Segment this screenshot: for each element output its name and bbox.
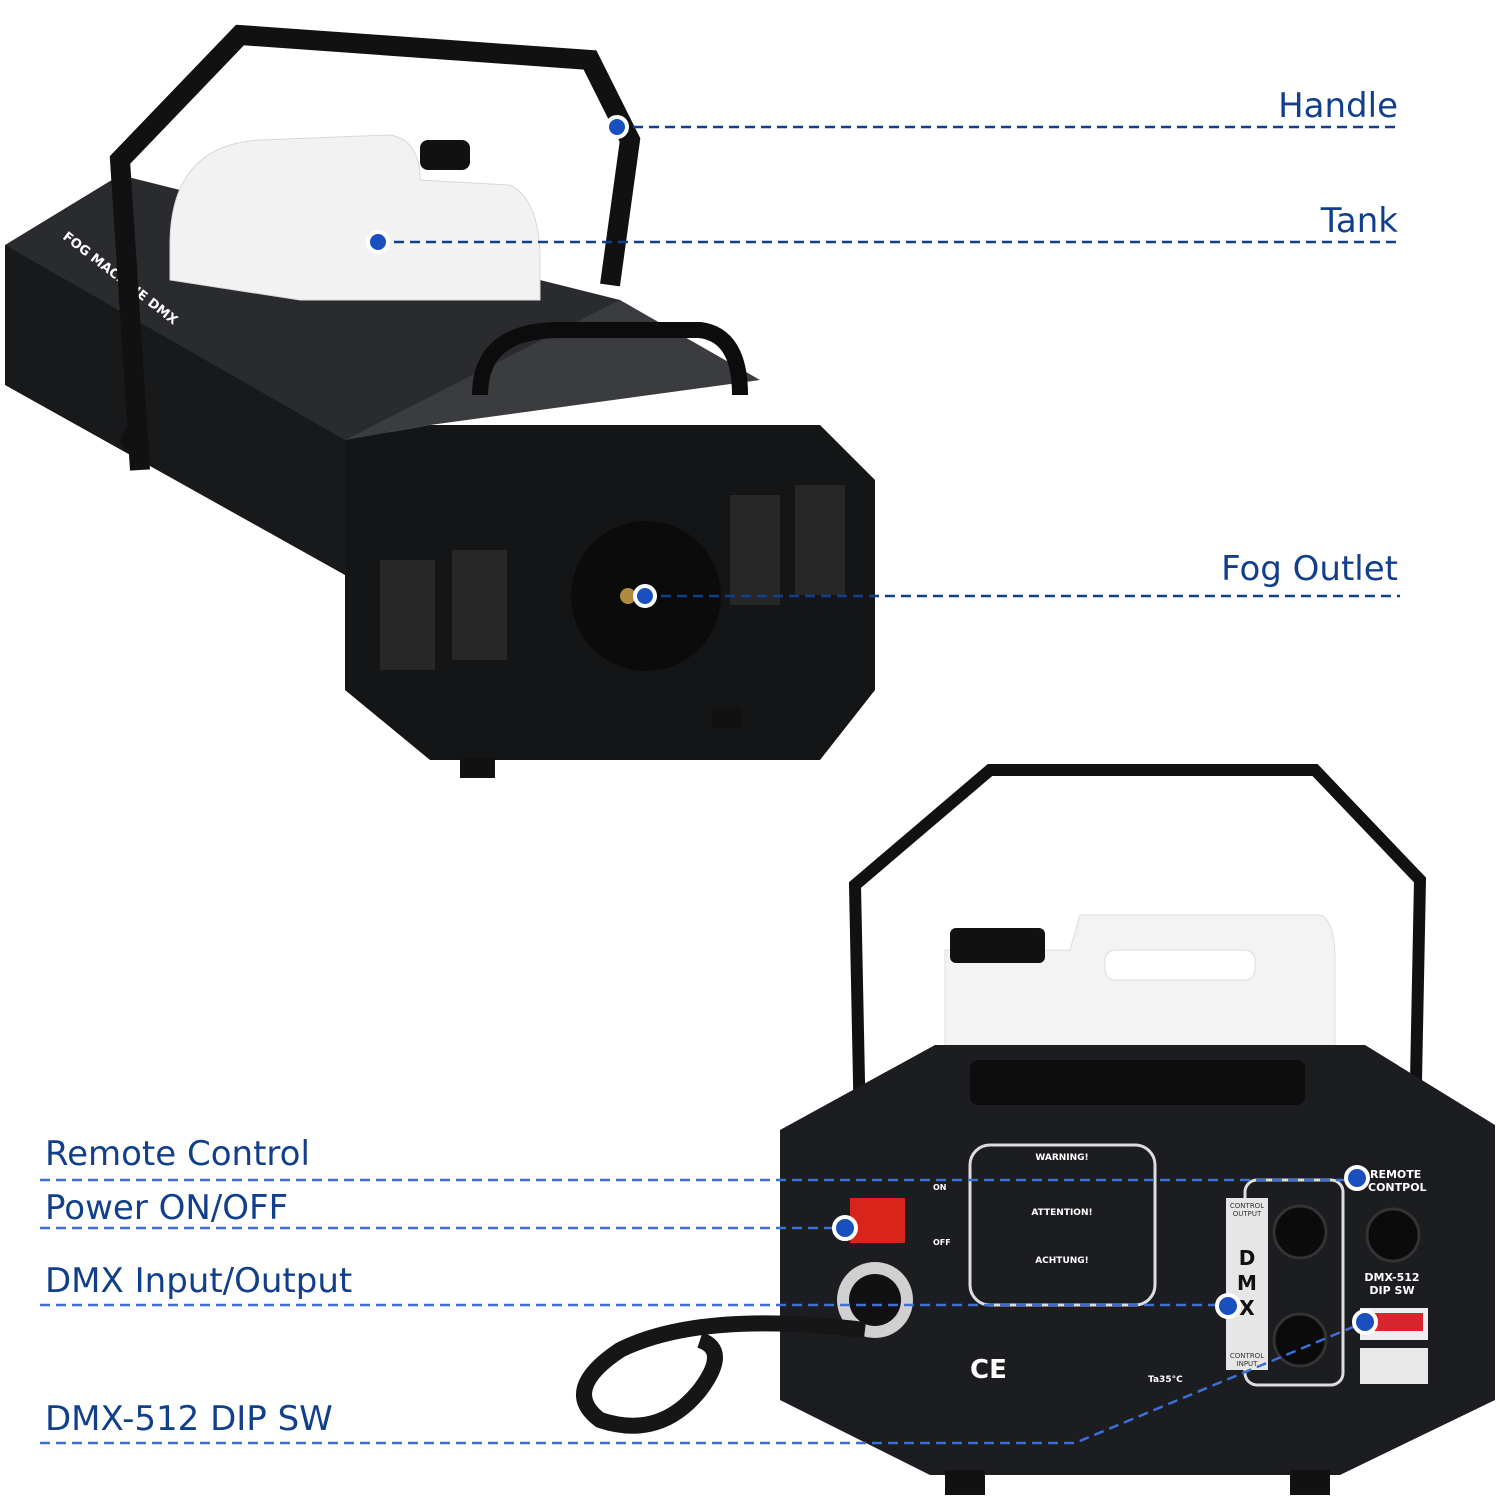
- dip-sw-label: DMX-512 DIP SW: [45, 1399, 333, 1439]
- remote-port-text-2: CONTPOL: [1368, 1181, 1427, 1194]
- dip-label-text-2: DIP SW: [1369, 1284, 1414, 1297]
- rear-panel: [780, 1045, 1495, 1475]
- rear-bracket: [848, 764, 1427, 1131]
- power-cord: [576, 1315, 866, 1434]
- ce-mark: CE: [970, 1355, 1007, 1385]
- dmx-label-plate: [1226, 1198, 1268, 1370]
- handle-dot: [605, 115, 629, 139]
- dmx-letter-d: D: [1239, 1246, 1256, 1270]
- remote-control-dot: [1344, 1165, 1370, 1191]
- callout-dots: [366, 115, 1378, 1335]
- fog-machine-rear-view: WARNING! ATTENTION! ACHTUNG! ON OFF CONT…: [576, 764, 1495, 1495]
- achtung-heading: ACHTUNG!: [1035, 1256, 1089, 1266]
- dmx-io-label: DMX Input/Output: [45, 1261, 353, 1301]
- fluid-tank: [169, 134, 541, 301]
- switch-on-text: ON: [933, 1183, 947, 1192]
- temp-rating: Ta35°C: [1148, 1375, 1183, 1385]
- fog-machine-side-view: FOG MACHINE DMX: [5, 24, 875, 778]
- fog-outlet-dot: [633, 584, 657, 608]
- dmx-io-dot: [1215, 1293, 1241, 1319]
- dmx-output-connector: [1272, 1204, 1328, 1260]
- callout-lines: [40, 125, 1400, 1445]
- handle-label: Handle: [1278, 86, 1398, 126]
- dip-sw-dot: [1352, 1309, 1378, 1335]
- rear-fluid-tank: [944, 914, 1336, 1051]
- dmx-letter-m: M: [1237, 1271, 1257, 1295]
- carry-handle: [472, 322, 748, 396]
- remote-connector: [1365, 1207, 1421, 1263]
- power-switch: [850, 1198, 905, 1243]
- warning-heading: WARNING!: [1035, 1153, 1088, 1163]
- control-output-text: CONTROL: [1230, 1202, 1264, 1210]
- tank-label: Tank: [1320, 201, 1398, 241]
- remote-port-text: REMOTE: [1370, 1168, 1421, 1181]
- fog-outlet-label: Fog Outlet: [1221, 549, 1398, 589]
- mounting-bracket: [109, 24, 641, 471]
- tank-dot: [366, 230, 390, 254]
- control-input-text: CONTROL: [1230, 1352, 1264, 1360]
- attention-heading: ATTENTION!: [1031, 1208, 1092, 1218]
- warning-panel: [968, 1143, 1157, 1307]
- remote-control-label: Remote Control: [45, 1134, 310, 1174]
- dip-label-text: DMX-512: [1364, 1271, 1419, 1284]
- control-input-text-2: INPUT: [1237, 1360, 1259, 1368]
- dmx-input-connector: [1272, 1312, 1328, 1368]
- power-label: Power ON/OFF: [45, 1188, 289, 1228]
- switch-off-text: OFF: [933, 1238, 951, 1247]
- control-output-text-2: OUTPUT: [1233, 1210, 1262, 1218]
- vent-grille: [380, 485, 845, 670]
- power-dot: [832, 1215, 858, 1241]
- dmx-letter-x: X: [1239, 1296, 1255, 1320]
